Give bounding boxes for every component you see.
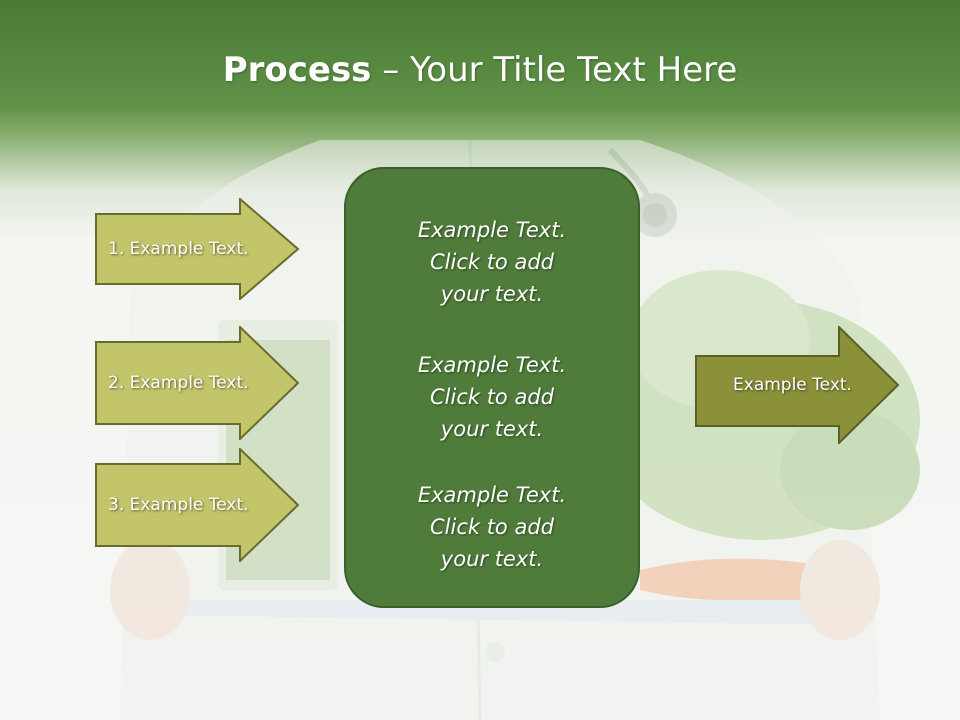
title-rest: – Your Title Text Here xyxy=(371,50,738,90)
center-block-3-line1: Example Text. xyxy=(417,483,567,507)
center-block-1-line2: Click to add xyxy=(429,250,554,274)
center-block-3: Example Text. Click to add your text. xyxy=(346,479,638,575)
arrow-shape-icon xyxy=(95,198,300,300)
center-block-2-line1: Example Text. xyxy=(417,353,567,377)
center-block-1: Example Text. Click to add your text. xyxy=(346,214,638,310)
result-label: Example Text. xyxy=(733,375,852,395)
step-1-arrow[interactable]: 1. Example Text. xyxy=(95,198,300,300)
center-block-3-line2: Click to add xyxy=(429,515,554,539)
step-3-arrow[interactable]: 3. Example Text. xyxy=(95,448,300,562)
step-1-label: 1. Example Text. xyxy=(108,239,249,259)
center-block-2: Example Text. Click to add your text. xyxy=(346,349,638,445)
center-text-box[interactable]: Example Text. Click to add your text. Ex… xyxy=(344,167,640,608)
step-2-label: 2. Example Text. xyxy=(108,373,249,393)
center-block-2-line3: your text. xyxy=(440,417,544,441)
arrow-shape-icon xyxy=(695,326,900,444)
arrow-shape-icon xyxy=(95,326,300,440)
arrow-shape-icon xyxy=(95,448,300,562)
center-block-1-line1: Example Text. xyxy=(417,218,567,242)
result-arrow[interactable]: Example Text. xyxy=(695,326,900,444)
slide-title: Process – Your Title Text Here xyxy=(0,50,960,90)
center-block-3-line3: your text. xyxy=(440,547,544,571)
step-2-arrow[interactable]: 2. Example Text. xyxy=(95,326,300,440)
step-3-label: 3. Example Text. xyxy=(108,495,249,515)
title-bold: Process xyxy=(222,50,372,90)
center-block-1-line3: your text. xyxy=(440,282,544,306)
center-block-2-line2: Click to add xyxy=(429,385,554,409)
